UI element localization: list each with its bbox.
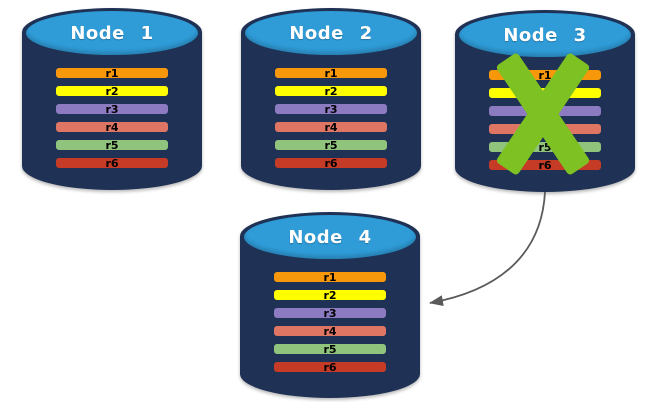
record-r2: r2 <box>273 84 389 98</box>
record-r4-label: r4 <box>323 324 337 338</box>
node-2-records: r1 r2 r3 r4 r5 r6 <box>273 66 389 174</box>
record-r6-label: r6 <box>324 156 338 170</box>
record-r5-label: r5 <box>323 342 337 356</box>
node-3-failed: Node 3 r1 r2 r3 r4 r5 r6 <box>455 10 635 192</box>
record-r6-label: r6 <box>538 158 552 172</box>
node-4: Node 4 r1 r2 r3 r4 r5 r6 <box>240 212 420 398</box>
record-r4-label: r4 <box>324 120 338 134</box>
record-r1: r1 <box>54 66 170 80</box>
record-r3-label: r3 <box>324 102 338 116</box>
record-r4: r4 <box>273 120 389 134</box>
record-r6: r6 <box>54 156 170 170</box>
record-r2: r2 <box>272 288 388 302</box>
record-r1-label: r1 <box>324 66 338 80</box>
record-r1-label: r1 <box>323 270 337 284</box>
node-1-records: r1 r2 r3 r4 r5 r6 <box>54 66 170 174</box>
record-r3: r3 <box>54 102 170 116</box>
node-4-cylinder-top: Node 4 <box>244 215 416 259</box>
record-r6: r6 <box>272 360 388 374</box>
record-r2-label: r2 <box>323 288 337 302</box>
node-2-title: Node 2 <box>289 22 373 44</box>
node-1-title: Node 1 <box>70 22 154 44</box>
node-2-cylinder-top: Node 2 <box>245 11 417 55</box>
record-r6: r6 <box>273 156 389 170</box>
node-4-title: Node 4 <box>288 226 372 248</box>
record-r2: r2 <box>54 84 170 98</box>
record-r3: r3 <box>272 306 388 320</box>
record-r4-label: r4 <box>105 120 119 134</box>
record-r5: r5 <box>272 342 388 356</box>
record-r5-label: r5 <box>538 140 552 154</box>
record-r3-label: r3 <box>105 102 119 116</box>
record-r5: r5 <box>273 138 389 152</box>
record-r5-label: r5 <box>105 138 119 152</box>
record-r1: r1 <box>273 66 389 80</box>
record-r2-label: r2 <box>324 84 338 98</box>
node-3-title: Node 3 <box>503 24 587 46</box>
node-2: Node 2 r1 r2 r3 r4 r5 r6 <box>241 8 421 190</box>
node-1-cylinder-top: Node 1 <box>26 11 198 55</box>
record-r5: r5 <box>54 138 170 152</box>
node-1: Node 1 r1 r2 r3 r4 r5 r6 <box>22 8 202 190</box>
transfer-arrow-path <box>429 191 546 307</box>
record-r2-label: r2 <box>105 84 119 98</box>
record-r3-label: r3 <box>323 306 337 320</box>
record-r1: r1 <box>272 270 388 284</box>
node-3-cylinder-top: Node 3 <box>459 13 631 57</box>
record-r1-label: r1 <box>105 66 119 80</box>
record-r5-label: r5 <box>324 138 338 152</box>
record-r6-label: r6 <box>323 360 337 374</box>
record-r6-label: r6 <box>105 156 119 170</box>
record-r1-label: r1 <box>538 68 552 82</box>
record-r4: r4 <box>272 324 388 338</box>
record-r4: r4 <box>54 120 170 134</box>
node-4-records: r1 r2 r3 r4 r5 r6 <box>272 270 388 378</box>
record-r3: r3 <box>273 102 389 116</box>
